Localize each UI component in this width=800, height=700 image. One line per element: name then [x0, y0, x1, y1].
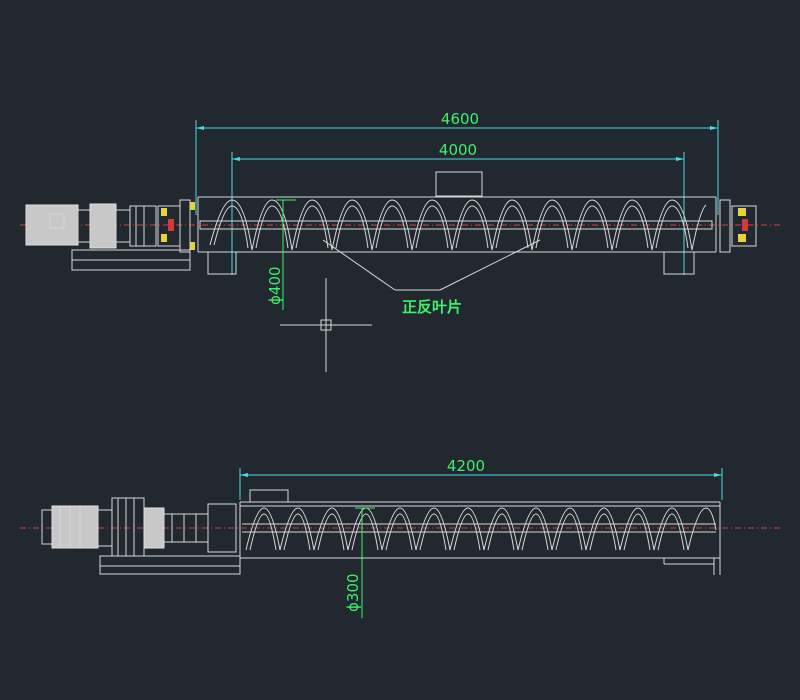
- annotation-leaders: [322, 239, 541, 291]
- dimension-diameter-300: ϕ300: [344, 507, 375, 618]
- annotation-label: 正反叶片: [402, 298, 462, 316]
- screw-flight-bottom-inner: [249, 513, 685, 551]
- support-foot-right: [663, 251, 695, 275]
- gear-motor-bottom: [41, 497, 237, 557]
- support-foot-left: [207, 251, 237, 275]
- dimension-diameter-400-label: ϕ400: [266, 266, 284, 305]
- screw-shaft: [199, 220, 713, 230]
- dimension-diameter-400: ϕ400: [266, 199, 296, 310]
- right-bearing-housing: [719, 199, 757, 253]
- screw-flight: [209, 199, 707, 251]
- bottom-view: 4200 ϕ300: [20, 457, 780, 618]
- dimension-4200-label: 4200: [447, 457, 485, 475]
- left-bearing-housing: [157, 199, 195, 253]
- motor-base: [71, 218, 191, 271]
- inlet-hopper: [435, 171, 483, 197]
- gearbox: [89, 203, 117, 249]
- dimension-4200: 4200: [239, 457, 723, 500]
- motor-base-bottom: [99, 555, 241, 575]
- dimension-4600-label: 4600: [441, 110, 479, 128]
- ucs-crosshair: [280, 278, 372, 372]
- screw-flight-inner: [213, 205, 689, 249]
- dimension-4000-label: 4000: [439, 141, 477, 159]
- gearbox-bottom: [111, 497, 145, 557]
- motor-body-bottom: [51, 505, 99, 549]
- top-view: 4600 4000: [20, 110, 780, 372]
- dimension-4600: 4600: [195, 110, 719, 215]
- inlet-bottom: [249, 489, 289, 503]
- screw-flight-bottom: [245, 507, 717, 551]
- trough-bottom: [239, 501, 721, 575]
- dimension-4000: 4000: [231, 141, 685, 275]
- motor-body: [25, 204, 79, 246]
- gear-motor-top: [25, 203, 157, 249]
- dimension-diameter-300-label: ϕ300: [344, 573, 362, 612]
